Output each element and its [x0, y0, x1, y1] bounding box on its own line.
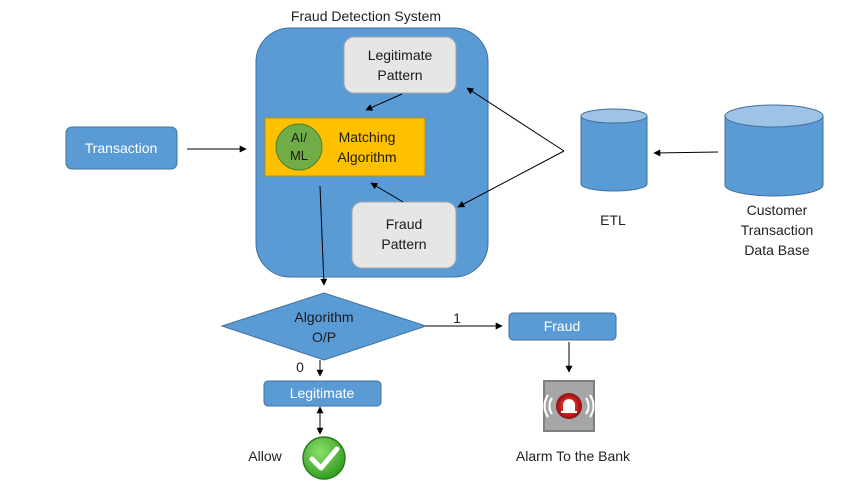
- database-line1: Customer: [747, 202, 808, 218]
- arrow-etl-to-fraud: [457, 150, 565, 208]
- arrow-db-to-etl: [653, 149, 719, 157]
- fraud-output-label: Fraud: [544, 318, 581, 334]
- ai-ml-line2: ML: [290, 148, 308, 163]
- allow-label: Allow: [248, 448, 282, 464]
- fraud-pattern-box: [351, 201, 457, 269]
- arrow-legit-to-matching: [365, 93, 403, 111]
- decision-line1: Algorithm: [294, 309, 353, 325]
- decision-diamond: [220, 292, 428, 361]
- ai-ml-circle: [275, 123, 323, 171]
- legitimate-output-box: [263, 380, 382, 407]
- legitimate-pattern-box: [343, 36, 457, 94]
- fraud-pattern-line2: Pattern: [381, 236, 426, 252]
- database-line2: Transaction: [741, 222, 814, 238]
- fraud-pattern-line1: Fraud: [386, 216, 423, 232]
- matching-line2: Algorithm: [337, 149, 396, 165]
- system-title: Fraud Detection System: [291, 8, 441, 24]
- ai-ml-line1: AI/: [291, 130, 307, 145]
- database-line3: Data Base: [744, 242, 810, 258]
- arrow-etl-to-legit: [466, 87, 565, 152]
- transaction-label: Transaction: [85, 140, 158, 156]
- database-cylinder: [724, 104, 824, 197]
- fraud-output-box: [508, 312, 617, 341]
- edge-label-one: 1: [453, 310, 461, 326]
- legitimate-output-label: Legitimate: [290, 385, 355, 401]
- matching-line1: Matching: [339, 129, 396, 145]
- arrow-matching-to-decision: [319, 185, 328, 286]
- decision-line2: O/P: [312, 329, 336, 345]
- legitimate-pattern-line2: Pattern: [377, 67, 422, 83]
- check-icon: [302, 436, 346, 480]
- etl-label: ETL: [600, 212, 626, 228]
- alarm-label: Alarm To the Bank: [516, 448, 631, 464]
- arrow-fraud-to-matching: [370, 182, 404, 203]
- etl-cylinder: [580, 108, 648, 192]
- edge-label-zero: 0: [296, 359, 304, 375]
- legitimate-pattern-line1: Legitimate: [368, 47, 433, 63]
- transaction-box: [65, 126, 178, 170]
- alarm-icon: [543, 380, 595, 432]
